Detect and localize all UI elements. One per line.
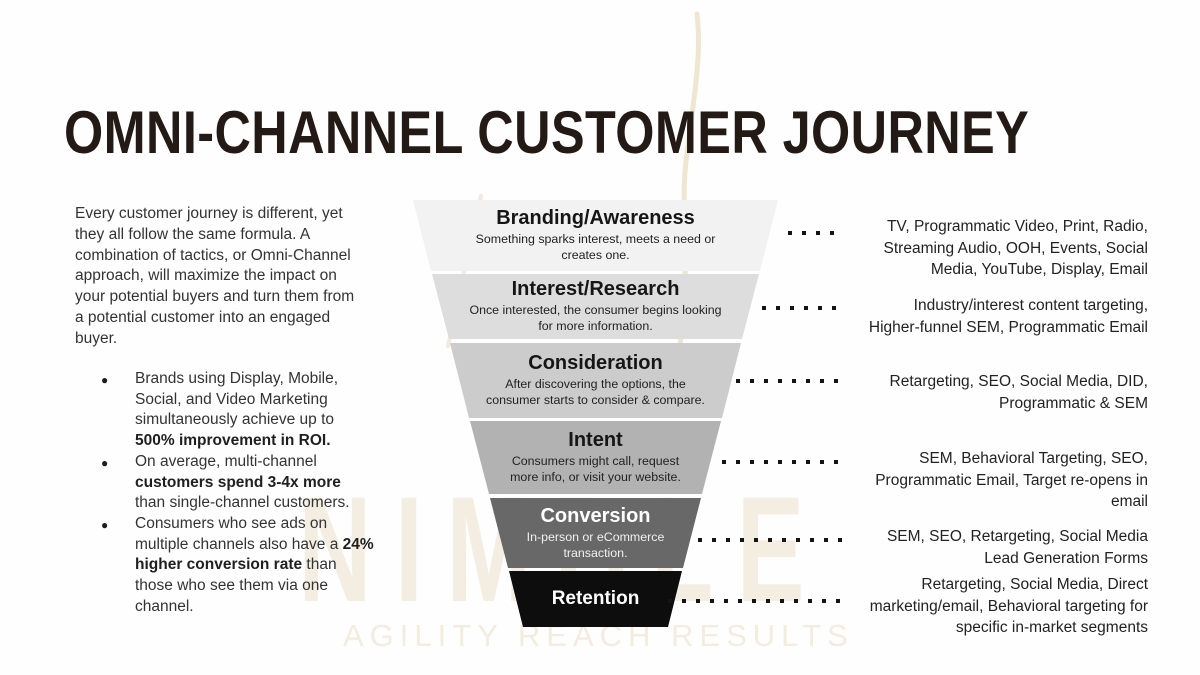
stage-title: Consideration <box>528 352 663 375</box>
channels-interest-research: Industry/interest content targeting, Hig… <box>868 297 1148 336</box>
stage-subtitle: Once interested, the consumer begins loo… <box>469 303 722 333</box>
intro-paragraph: Every customer journey is different, yet… <box>75 205 355 347</box>
funnel-stage-interest-research: Interest/Research Once interested, the c… <box>413 274 778 339</box>
channels-consideration: Retargeting, SEO, Social Media, DID, Pro… <box>889 373 1148 412</box>
stage-subtitle: Consumers might call, request more info,… <box>510 454 681 484</box>
bullet-list: ● Brands using Display, Mobile, Social, a… <box>95 369 395 617</box>
stage-title: Branding/Awareness <box>496 207 695 230</box>
channels-branding-awareness: TV, Programmatic Video, Print, Radio, St… <box>883 218 1148 278</box>
stage-subtitle: After discovering the options, the consu… <box>486 377 705 407</box>
stage-title: Intent <box>568 429 623 452</box>
list-item: ● Brands using Display, Mobile, Social, a… <box>95 369 395 452</box>
bullet-marker: ● <box>101 373 109 387</box>
bullet-text: On average, multi-channel customers spen… <box>135 452 350 512</box>
stage-title: Retention <box>551 588 640 610</box>
dotted-connector-branding <box>788 231 834 235</box>
dotted-connector-intent <box>722 460 838 464</box>
stage-title: Interest/Research <box>511 278 680 301</box>
dotted-connector-retention <box>668 599 840 603</box>
channels-intent: SEM, Behavioral Targeting, SEO, Programm… <box>875 450 1148 510</box>
stage-title: Conversion <box>540 504 651 527</box>
stage-subtitle: In-person or eCommerce transaction. <box>526 529 665 560</box>
channels-retention: Retargeting, Social Media, Direct market… <box>869 576 1148 636</box>
list-item: ● On average, multi-channel customers spe… <box>95 452 395 514</box>
bullet-marker: ● <box>101 455 109 470</box>
funnel-stage-conversion: Conversion In-person or eCommerce transa… <box>413 498 778 568</box>
dotted-connector-interest <box>762 306 836 310</box>
stage-subtitle: Something sparks interest, meets a need … <box>475 232 716 262</box>
channels-conversion: SEM, SEO, Retargeting, Social Media Lead… <box>886 528 1148 567</box>
funnel-stage-branding-awareness: Branding/Awareness Something sparks inte… <box>413 200 778 271</box>
bullet-marker: ● <box>101 517 109 532</box>
list-item: ● Consumers who see ads on multiple chann… <box>95 514 395 618</box>
dotted-connector-consideration <box>736 379 838 383</box>
bullet-text: Brands using Display, Mobile, Social, an… <box>135 370 339 450</box>
dotted-connector-conversion <box>698 538 842 542</box>
funnel-diagram: Branding/Awareness Something sparks inte… <box>413 200 778 627</box>
funnel-stage-consideration: Consideration After discovering the opti… <box>413 343 778 418</box>
funnel-stage-intent: Intent Consumers might call, request mor… <box>413 421 778 494</box>
page-title: OMNI-CHANNEL CUSTOMER JOURNEY <box>64 99 1030 166</box>
bullet-text: Consumers who see ads on multiple channe… <box>135 514 374 615</box>
